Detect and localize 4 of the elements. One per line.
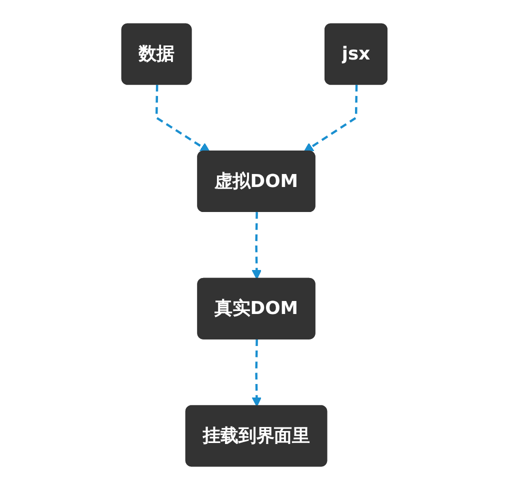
arrow — [156, 84, 210, 152]
arrow — [252, 338, 262, 406]
arrow — [252, 212, 262, 279]
arrow — [304, 84, 358, 152]
